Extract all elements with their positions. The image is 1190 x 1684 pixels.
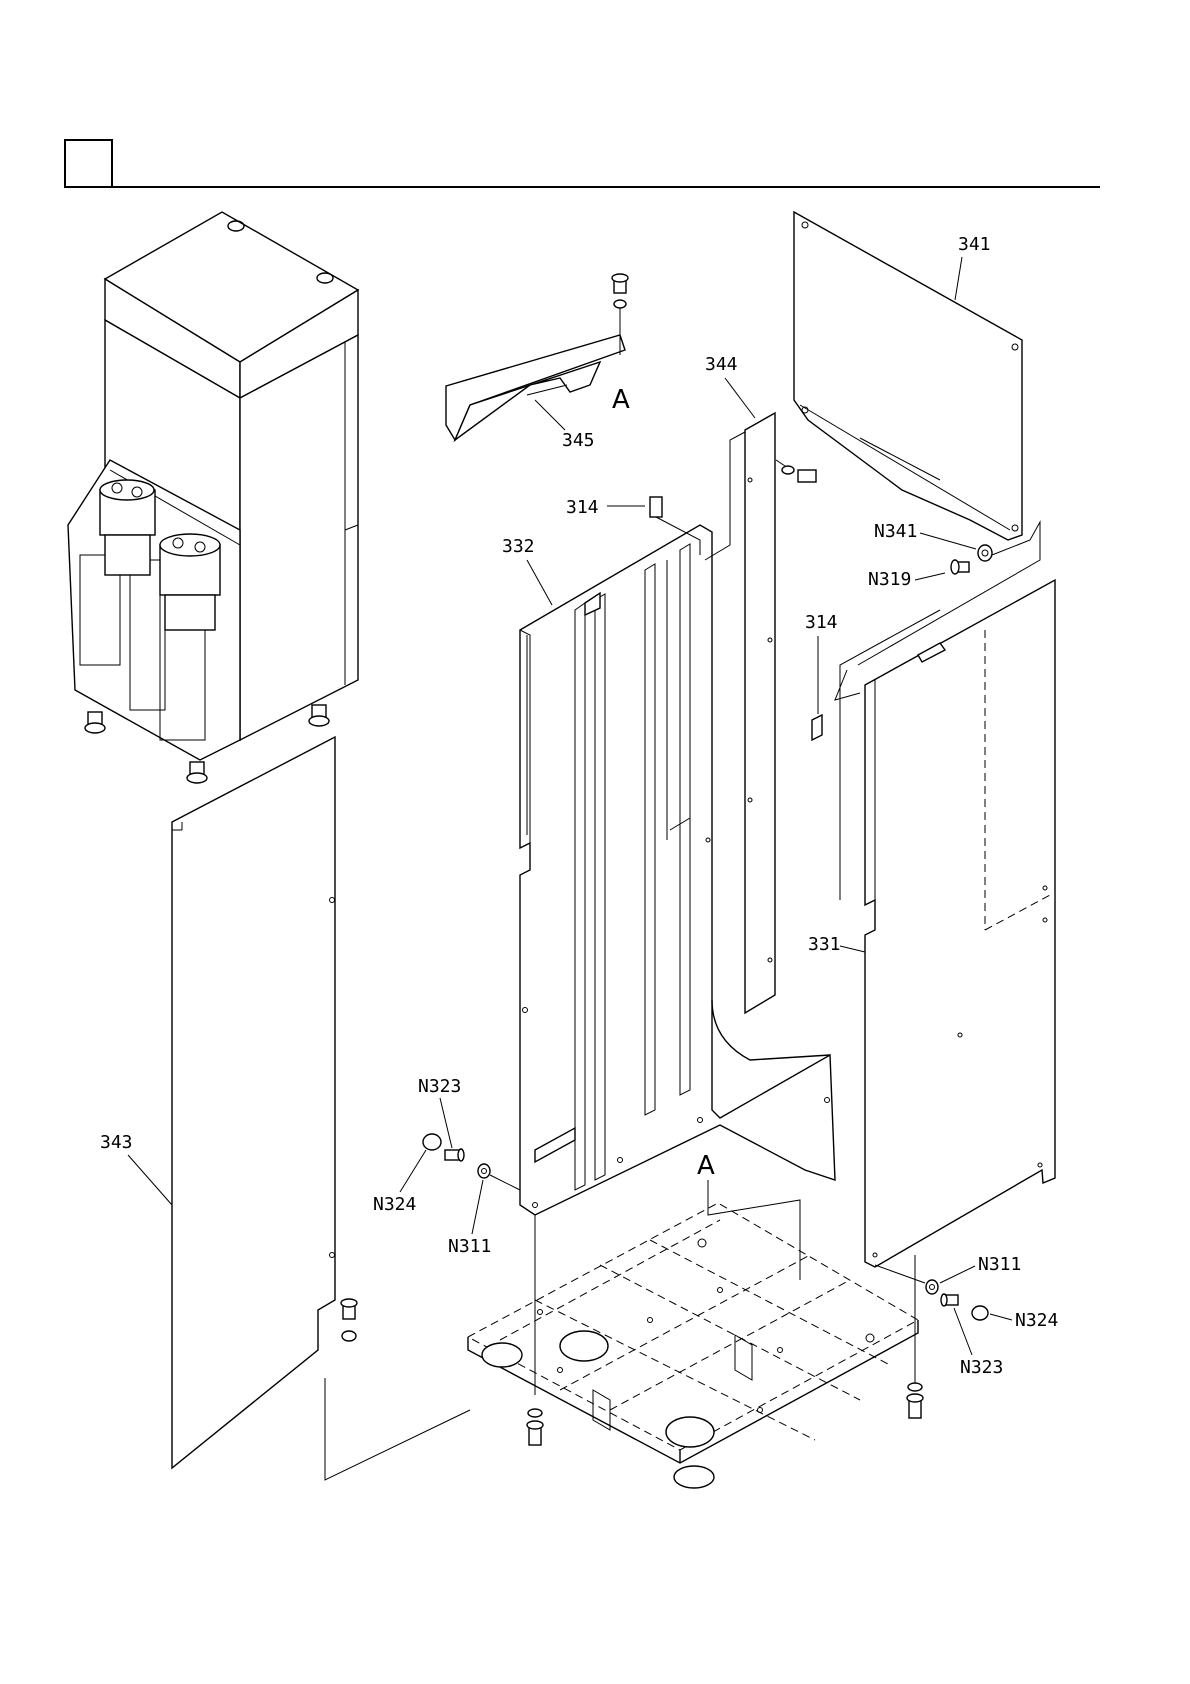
fastener-set-right: [875, 1265, 988, 1320]
label-343: 343: [100, 1132, 133, 1153]
label-331: 331: [808, 934, 841, 955]
label-N341: N341: [874, 521, 917, 542]
label-345: 345: [562, 430, 595, 451]
label-332: 332: [502, 536, 535, 557]
label-A-base: A: [697, 1151, 715, 1181]
label-344: 344: [705, 354, 738, 375]
label-N324-right: N324: [1015, 1310, 1058, 1331]
assembled-cabinet: [68, 212, 358, 783]
panel-341: [794, 212, 1022, 540]
label-N324-left: N324: [373, 1194, 416, 1215]
label-N323-right: N323: [960, 1357, 1003, 1378]
label-N311-right: N311: [978, 1254, 1021, 1275]
base-frame: [468, 1180, 923, 1488]
actuator-right: [160, 534, 220, 630]
fastener-set-left: [423, 1134, 520, 1190]
panel-332: [520, 432, 835, 1395]
panel-343: [172, 737, 470, 1480]
bracket-345: [446, 274, 628, 440]
label-N319: N319: [868, 569, 911, 590]
label-341: 341: [958, 234, 991, 255]
panel-344: [745, 413, 816, 1013]
header-box: [65, 140, 112, 187]
header: [65, 140, 1100, 187]
actuator-left: [100, 480, 155, 575]
label-A-top: A: [612, 385, 630, 415]
label-314-top: 314: [566, 497, 599, 518]
label-N323-left: N323: [418, 1076, 461, 1097]
label-314-right: 314: [805, 612, 838, 633]
label-N311-left: N311: [448, 1236, 491, 1257]
